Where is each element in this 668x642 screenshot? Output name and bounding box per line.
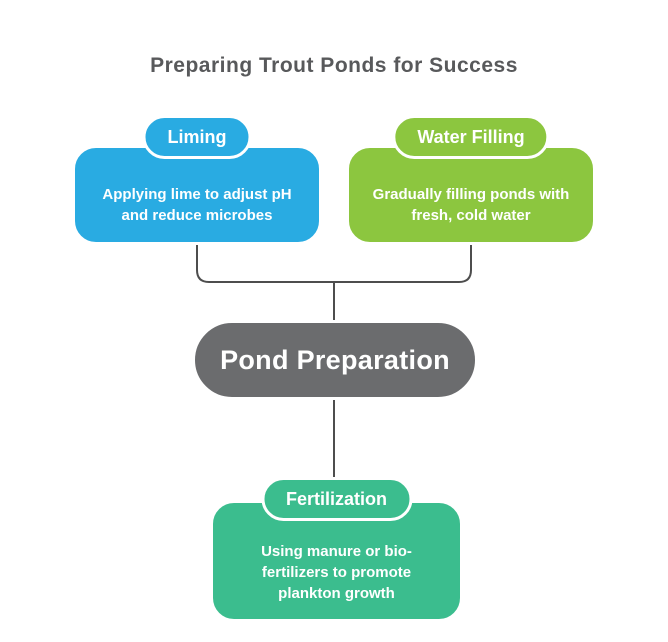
node-pond-preparation-label: Pond Preparation	[220, 344, 450, 375]
node-water-filling-description: Gradually filling ponds with fresh, cold…	[372, 186, 570, 224]
node-fertilization: Fertilization Using manure or bio-fertil…	[210, 477, 463, 622]
node-water-filling: Water Filling Gradually filling ponds wi…	[346, 115, 596, 245]
node-liming-label: Liming	[142, 115, 252, 159]
bracket-connector	[196, 244, 472, 283]
node-liming-description: Applying lime to adjust pH and reduce mi…	[102, 186, 292, 224]
diagram-title: Preparing Trout Ponds for Success	[150, 54, 518, 77]
node-pond-preparation: Pond Preparation	[192, 320, 478, 400]
node-fertilization-description: Using manure or bio-fertilizers to promo…	[261, 542, 412, 602]
node-fertilization-label: Fertilization	[260, 477, 413, 521]
node-liming: Liming Applying lime to adjust pH and re…	[72, 115, 322, 245]
node-water-filling-label: Water Filling	[392, 115, 550, 159]
